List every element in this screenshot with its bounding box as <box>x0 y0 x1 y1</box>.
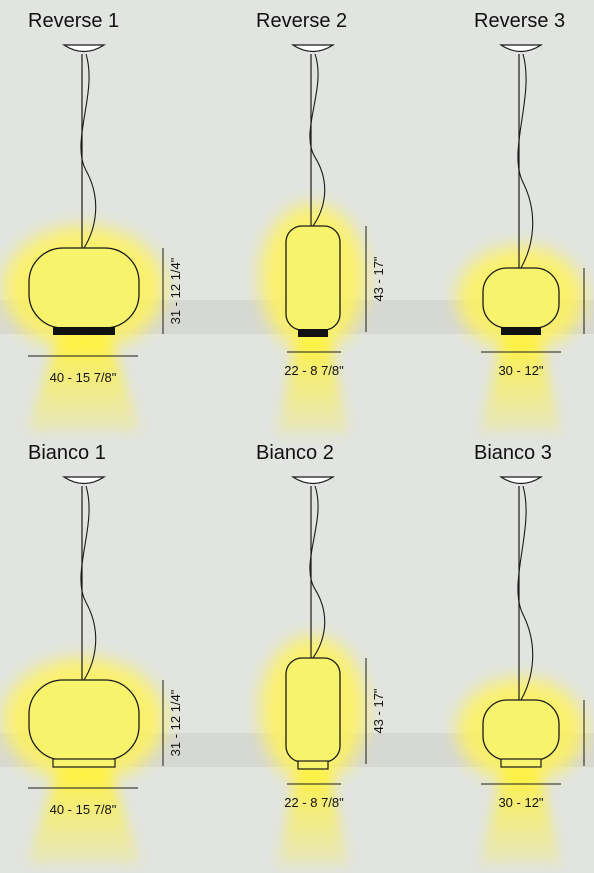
lamp-cell: Reverse 3 30 - 12" <box>457 10 585 432</box>
height-label: 31 - 12 1/4" <box>168 689 183 756</box>
lamp-cell: Bianco 1 40 - 15 7/8" 31 - 12 1/4" <box>3 442 183 864</box>
ceiling-canopy <box>61 476 107 485</box>
lamp-shade <box>482 267 560 329</box>
lamp-shade <box>285 225 341 331</box>
width-label: 30 - 12" <box>498 795 543 810</box>
lamp-title: Reverse 1 <box>28 10 119 32</box>
base-ring <box>53 327 115 335</box>
height-label: 43 - 17" <box>371 256 386 301</box>
lamp-shade <box>285 657 341 763</box>
power-cord <box>517 53 534 269</box>
power-cord <box>309 485 326 659</box>
lamp-shade <box>482 699 560 761</box>
lamp-cell: Reverse 2 22 - 8 7/8" 43 - 17" <box>256 10 386 434</box>
ceiling-canopy <box>498 44 544 53</box>
lamp-cell: Reverse 1 40 - 15 7/8" 31 - 12 1/4" <box>3 10 183 432</box>
light-beam <box>480 764 562 864</box>
base-ring <box>297 760 329 770</box>
width-label: 22 - 8 7/8" <box>284 363 344 378</box>
base-ring <box>298 329 328 337</box>
base-ring <box>52 758 116 768</box>
lamp-title: Bianco 3 <box>474 442 552 464</box>
power-cord <box>80 485 97 681</box>
ceiling-canopy <box>498 476 544 485</box>
power-cord <box>517 485 534 701</box>
light-beam <box>26 764 142 864</box>
light-beam <box>277 766 349 866</box>
lamp-shade <box>28 679 140 761</box>
power-cord <box>309 53 326 227</box>
power-cord <box>80 53 97 249</box>
width-label: 40 - 15 7/8" <box>50 802 117 817</box>
ceiling-canopy <box>290 44 336 53</box>
lamp-title: Bianco 2 <box>256 442 334 464</box>
lamp-cell: Bianco 2 22 - 8 7/8" 43 - 17" <box>256 442 386 866</box>
lamp-title: Reverse 3 <box>474 10 565 32</box>
ceiling-canopy <box>290 476 336 485</box>
height-label: 31 - 12 1/4" <box>168 257 183 324</box>
width-label: 22 - 8 7/8" <box>284 795 344 810</box>
lamp-title: Reverse 2 <box>256 10 347 32</box>
lamp-shade <box>28 247 140 329</box>
base-ring <box>500 758 542 768</box>
light-beam <box>480 332 562 432</box>
lamp-cell: Bianco 3 30 - 12" <box>457 442 585 864</box>
light-beam <box>26 332 142 432</box>
base-ring <box>501 327 541 335</box>
ceiling-canopy <box>61 44 107 53</box>
light-beam <box>277 334 349 434</box>
width-label: 40 - 15 7/8" <box>50 370 117 385</box>
lamp-title: Bianco 1 <box>28 442 106 464</box>
height-label: 43 - 17" <box>371 688 386 733</box>
width-label: 30 - 12" <box>498 363 543 378</box>
